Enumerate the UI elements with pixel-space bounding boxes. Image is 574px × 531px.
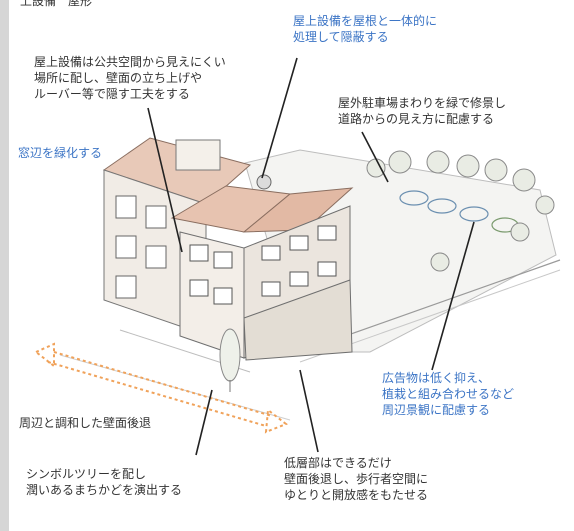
annotation-window-green: 窓辺を緑化する — [18, 146, 103, 160]
text-line: 屋上設備は公共空間から見えにくい — [34, 55, 226, 69]
annotation-signage: 広告物は低く抑え、 植栽と組み合わせるなど 周辺景観に配慮する — [382, 370, 514, 418]
annotation-parking-green: 屋外駐車場まわりを緑で修景し 道路からの見え方に配慮する — [338, 95, 506, 127]
text-line: 低層部はできるだけ — [284, 456, 392, 470]
annotation-rooftop-integrate: 屋上設備を屋根と一体的に 処理して隠蔽する — [293, 13, 437, 45]
text-line: 周辺景観に配慮する — [382, 403, 491, 417]
annotation-symbol-tree: シンボルツリーを配し 潤いあるまちかどを演出する — [26, 466, 182, 498]
left-border — [0, 0, 9, 531]
annotation-setback: 周辺と調和した壁面後退 — [19, 416, 152, 430]
text-line: 潤いあるまちかどを演出する — [26, 483, 183, 497]
annotation-top-partial: 上設備 屋形 — [20, 0, 93, 8]
text-line: 広告物は低く抑え、 — [382, 371, 491, 385]
annotation-rooftop-hide: 屋上設備は公共空間から見えにくい 場所に配し、壁面の立ち上げや ルーバー等で隠す… — [34, 54, 226, 102]
text-line: ルーバー等で隠す工夫をする — [34, 87, 190, 101]
text-line: 植栽と組み合わせるなど — [382, 387, 515, 401]
text-line: 処理して隠蔽する — [293, 30, 389, 44]
text-line: 屋外駐車場まわりを緑で修景し — [338, 96, 507, 110]
text-line: 壁面後退し、歩行者空間に — [284, 472, 429, 486]
text-line: ゆとりと開放感をもたせる — [284, 488, 429, 502]
text-line: 場所に配し、壁面の立ち上げや — [34, 71, 203, 85]
text-line: シンボルツリーを配し — [26, 467, 147, 481]
leader-lines — [147, 57, 475, 456]
left-building — [102, 137, 252, 336]
text-line: 屋上設備を屋根と一体的に — [293, 14, 438, 28]
annotation-low-floor: 低層部はできるだけ 壁面後退し、歩行者空間に ゆとりと開放感をもたせる — [284, 455, 428, 503]
text-line: 道路からの見え方に配慮する — [338, 112, 495, 126]
setback-arrow — [34, 342, 288, 434]
main-building — [170, 174, 354, 361]
